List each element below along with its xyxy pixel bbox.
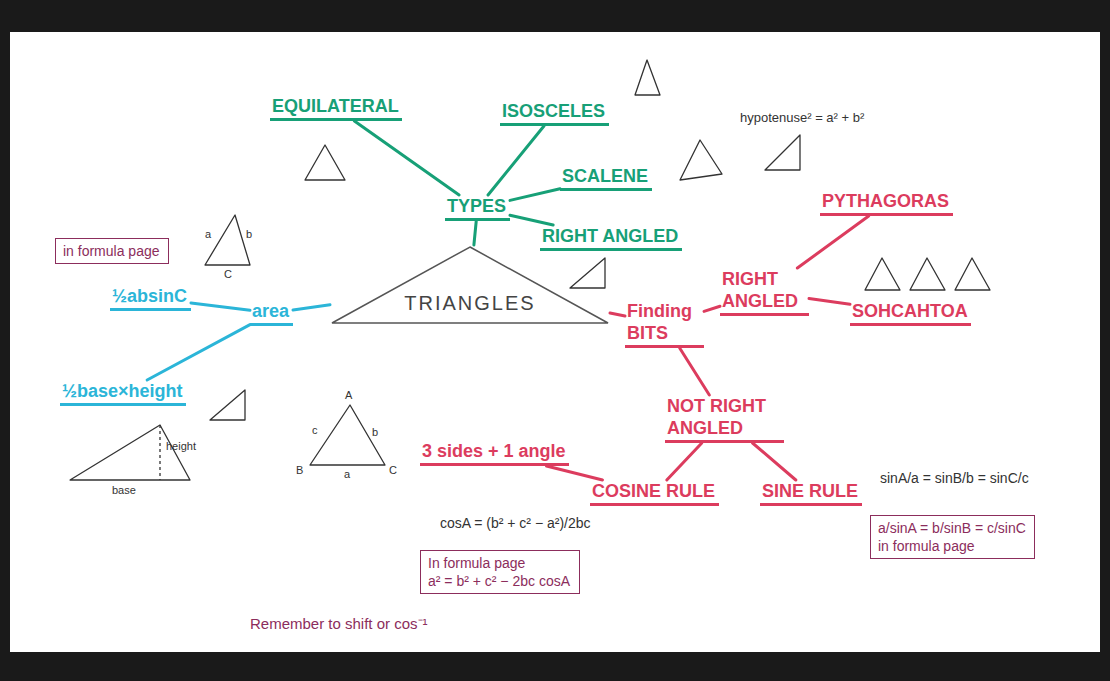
- isosceles-sketch: [635, 60, 660, 95]
- branch-line: [610, 313, 625, 316]
- height-line: [159, 425, 160, 480]
- node-text: COSINE RULE: [592, 480, 717, 502]
- branch-word: SOHCAHTOA: [850, 300, 971, 326]
- branch-line: [753, 443, 796, 480]
- area-sketch: [210, 390, 245, 420]
- right-angle-sketch: [570, 258, 605, 288]
- sketch-letter: base: [112, 484, 136, 497]
- node-text: TYPES: [447, 195, 508, 217]
- sohcahtoa-sketch: [865, 258, 900, 290]
- branch-word: RIGHT ANGLED: [720, 268, 809, 316]
- branch-word: ½base×height: [60, 380, 186, 406]
- sketch-letter: b: [246, 228, 252, 241]
- node-text: SINE RULE: [762, 480, 860, 502]
- node-text: NOT RIGHT ANGLED: [667, 395, 782, 439]
- branch-word: area: [250, 300, 293, 326]
- sohcahtoa-sketch: [910, 258, 945, 290]
- node-text: SCALENE: [562, 165, 650, 187]
- sketch-letter: B: [296, 464, 303, 477]
- sketch-letter: a: [344, 468, 350, 481]
- node-text: Finding BITS: [627, 300, 702, 344]
- branch-word: EQUILATERAL: [270, 95, 402, 121]
- formula-box: in formula page: [55, 238, 169, 264]
- node-text: a² = b² + c² − 2bc cosA: [428, 572, 572, 590]
- branch-line: [809, 298, 850, 304]
- node-text: RIGHT ANGLED: [722, 268, 807, 312]
- branch-line: [797, 216, 868, 268]
- branch-line: [474, 221, 476, 245]
- sketch-letter: C: [389, 464, 397, 477]
- node-text: TRIANGLES: [404, 292, 535, 315]
- branch-word: Finding BITS: [625, 300, 704, 348]
- branch-word: ISOSCELES: [500, 100, 609, 126]
- branch-line: [680, 348, 710, 395]
- branch-line: [354, 121, 459, 195]
- branch-line: [547, 466, 603, 480]
- branch-word: ½absinC: [110, 285, 191, 311]
- branch-line: [488, 126, 544, 195]
- formula-note: cosA = (b² + c² − a²)/2bc: [440, 515, 591, 532]
- branch-line: [293, 305, 330, 310]
- node-text: in formula page: [878, 537, 1027, 555]
- branch-word: NOT RIGHT ANGLED: [665, 395, 784, 443]
- branch-word: PYTHAGORAS: [820, 190, 953, 216]
- sketch-letter: C: [224, 268, 232, 281]
- branch-word: TYPES: [445, 195, 510, 221]
- branch-word: 3 sides + 1 angle: [420, 440, 569, 466]
- node-text: area: [252, 300, 291, 322]
- branch-line: [147, 325, 250, 380]
- branch-word: SINE RULE: [760, 480, 862, 506]
- sketch-letter: a: [205, 228, 211, 241]
- sketch-letter: c: [312, 424, 318, 437]
- scalene-sketch: [680, 140, 722, 180]
- sketch-letter: height: [166, 440, 196, 453]
- branch-line: [510, 215, 553, 225]
- sketch-letter: A: [345, 389, 352, 402]
- formula-note: sinA/a = sinB/b = sinC/c: [880, 470, 1029, 487]
- equilateral-sketch: [305, 145, 345, 180]
- formula-box: In formula pagea² = b² + c² − 2bc cosA: [420, 550, 580, 594]
- node-text: SOHCAHTOA: [852, 300, 969, 322]
- node-text: RIGHT ANGLED: [542, 225, 680, 247]
- branch-line: [667, 443, 702, 480]
- cosine-sketch: [310, 405, 385, 465]
- node-text: ½base×height: [62, 380, 184, 402]
- node-text: In formula page: [428, 554, 572, 572]
- sketch-letter: b: [372, 426, 378, 439]
- center-triangle: TRIANGLES: [330, 245, 610, 325]
- branch-line: [510, 189, 560, 201]
- base-height-sketch: [70, 425, 190, 480]
- branch-word: SCALENE: [560, 165, 652, 191]
- node-text: ½absinC: [112, 285, 189, 307]
- formula-note: hypotenuse² = a² + b²: [740, 110, 864, 126]
- node-text: 3 sides + 1 angle: [422, 440, 567, 462]
- area-sketch: [205, 215, 250, 265]
- formula-note: Remember to shift or cos⁻¹: [250, 615, 428, 633]
- formula-box: a/sinA = b/sinB = c/sinCin formula page: [870, 515, 1035, 559]
- node-text: a/sinA = b/sinB = c/sinC: [878, 519, 1027, 537]
- node-text: PYTHAGORAS: [822, 190, 951, 212]
- node-text: EQUILATERAL: [272, 95, 400, 117]
- branch-line: [191, 303, 250, 310]
- branch-word: COSINE RULE: [590, 480, 719, 506]
- sohcahtoa-sketch: [955, 258, 990, 290]
- node-text: ISOSCELES: [502, 100, 607, 122]
- branch-line: [704, 306, 720, 311]
- branch-word: RIGHT ANGLED: [540, 225, 682, 251]
- pythagoras-sketch: [765, 135, 800, 170]
- node-text: in formula page: [63, 242, 161, 260]
